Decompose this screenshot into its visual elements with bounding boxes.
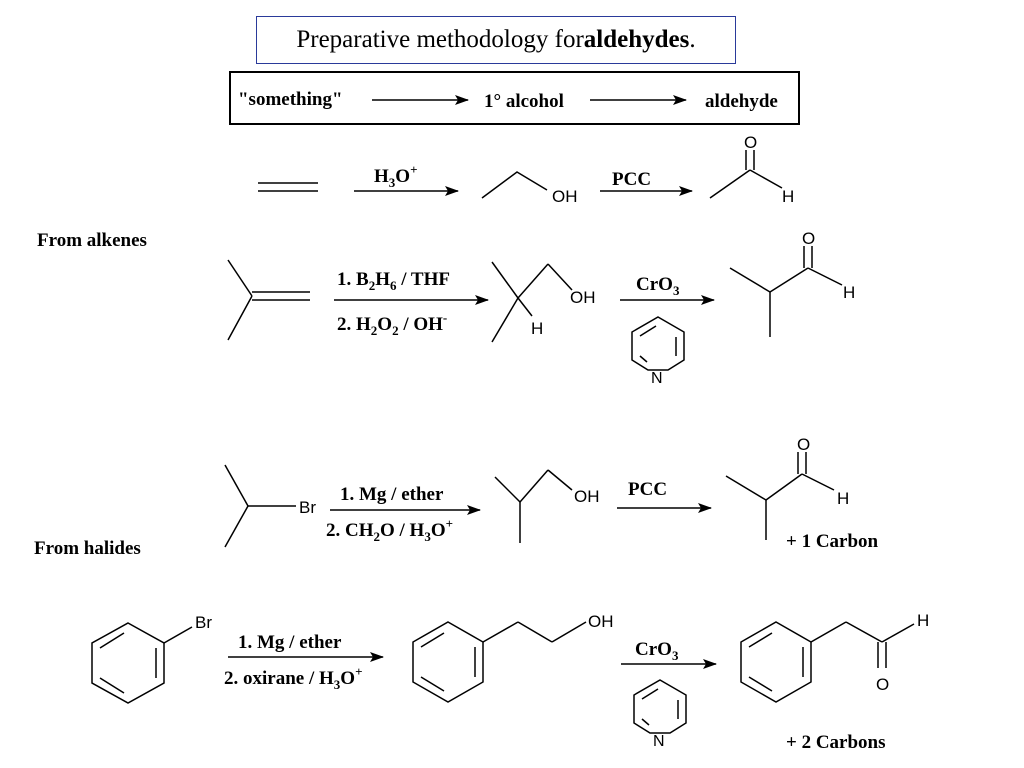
phenylacetaldehyde-structure	[740, 621, 915, 703]
ethanol-structure: OH	[481, 171, 578, 206]
aldehyde-h-label: H	[782, 187, 794, 206]
isobutyraldehyde-structure	[729, 246, 843, 337]
overview-scheme-box	[229, 71, 800, 125]
aldehyde-h-label: H	[843, 283, 855, 302]
reaction-2: 1. B2H6 / THF 2. H2O2 / OH- OH H CrO3 N	[227, 229, 855, 387]
pyridine-structure	[633, 679, 687, 734]
carbonyl-oxygen-label: O	[802, 229, 815, 248]
carbon-count-note: + 2 Carbons	[786, 732, 886, 753]
section-label-alkenes: From alkenes	[37, 230, 147, 251]
pyridine-structure	[631, 316, 685, 371]
title-suffix: .	[689, 26, 696, 53]
reagent-pcc: PCC	[628, 479, 667, 500]
carbonyl-oxygen-label: O	[876, 675, 889, 694]
reagent-cro3: CrO3	[635, 639, 679, 663]
ethene-structure	[258, 182, 318, 192]
isobutyraldehyde-structure	[725, 452, 835, 540]
aldehyde-h-label: H	[917, 611, 929, 630]
title-bold: aldehydes	[583, 26, 690, 53]
title-prefix: Preparative methodology for	[296, 26, 584, 53]
reaction-4: Br 1. Mg / ether 2. oxirane / H3O+ OH Cr…	[91, 611, 929, 753]
hydroxyl-label: OH	[574, 487, 600, 506]
reaction-3: Br 1. Mg / ether 2. CH2O / H3O+ OH PCC O…	[224, 435, 879, 552]
bromobenzene-structure	[91, 622, 193, 704]
page-title: Preparative methodology for aldehydes.	[256, 16, 736, 64]
carbonyl-oxygen-label: O	[797, 435, 810, 454]
aldehyde-h-label: H	[837, 489, 849, 508]
carbonyl-oxygen-label: O	[744, 133, 757, 152]
reagent-step2-oxirane: 2. oxirane / H3O+	[224, 664, 362, 692]
reagent-step2-peroxide: 2. H2O2 / OH-	[337, 310, 447, 338]
reagent-step1-grignard: 1. Mg / ether	[340, 484, 444, 505]
reaction-1: H3O+ OH PCC O H	[258, 133, 794, 206]
reagent-h3o-plus: H3O+	[374, 162, 417, 190]
pyridine-nitrogen-label: N	[653, 733, 665, 750]
phenylethanol-structure	[412, 621, 587, 703]
reagent-cro3: CrO3	[636, 274, 680, 298]
isobutanol-structure	[494, 469, 573, 543]
hydroxyl-label: OH	[588, 612, 614, 631]
isobutanol-structure	[491, 261, 573, 343]
bromine-label: Br	[195, 613, 212, 632]
carbon-count-note: + 1 Carbon	[786, 531, 879, 552]
acetaldehyde-structure	[709, 150, 783, 199]
hydroxyl-label: OH	[552, 187, 578, 206]
reagent-step1-borane: 1. B2H6 / THF	[337, 269, 450, 293]
reagent-pcc: PCC	[612, 169, 651, 190]
overview-middle-label: 1° alcohol	[484, 91, 564, 112]
stereo-h-label: H	[531, 319, 543, 338]
pyridine-nitrogen-label: N	[651, 370, 663, 387]
isobutylene-structure	[227, 259, 310, 341]
overview-start-label: "something"	[238, 89, 343, 110]
reagent-step1-grignard: 1. Mg / ether	[238, 632, 342, 653]
bromine-label: Br	[299, 498, 316, 517]
overview-end-label: aldehyde	[705, 91, 778, 112]
section-label-halides: From halides	[34, 538, 141, 559]
reagent-step2-formaldehyde: 2. CH2O / H3O+	[326, 516, 453, 544]
isopropyl-bromide-structure	[224, 464, 296, 548]
hydroxyl-label: OH	[570, 288, 596, 307]
